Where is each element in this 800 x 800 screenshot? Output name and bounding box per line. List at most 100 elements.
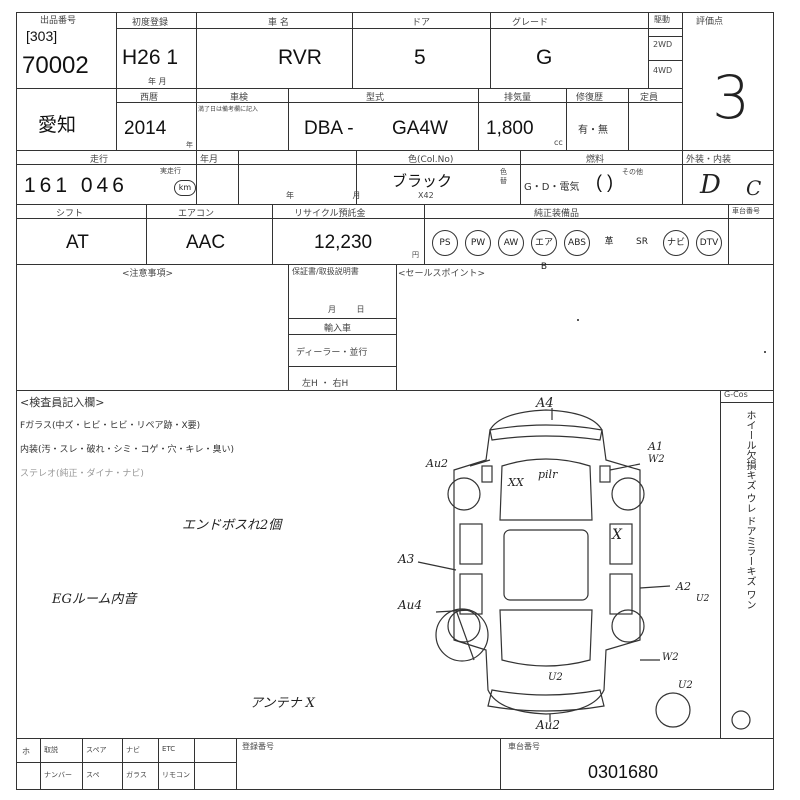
ac-label: エアコン [178,209,215,219]
footer-vin-label: 車台番号 [508,742,540,751]
score-label: 評価点 [696,17,724,27]
vehicle-label: 車台番号 [732,207,760,215]
mileage-label: 走行 [90,155,109,165]
shift-label: シフト [56,209,84,219]
vin: 0301680 [588,762,659,782]
exterior-grade: D [700,170,721,200]
equip-2: AW [498,230,524,256]
color-change: 色替 [500,168,507,185]
shift: AT [66,232,89,253]
cc-label: 排気量 [504,93,532,103]
equip-5: 革 [604,237,614,247]
lot-number: 70002 [22,52,89,79]
cc: 1,800 [486,118,534,139]
model: GA4W [392,118,448,139]
selling-label: <セールスポイント> [398,269,486,279]
diag-w2-bottom: W2 [662,652,679,663]
diag-au2-bottom: Au2 [536,718,561,732]
footer-notes-label: 登録番号 [242,742,274,751]
import-label: 輸入車 [324,324,352,334]
history-label: 修復歴 [576,93,604,103]
side-text: ホイール欠損キズ ウレ ドアミラーキズ ワン [744,410,755,610]
inspector-note1: エンドボスれ2個 [182,518,282,533]
footer-col-bottom-0: ナンバー [44,771,72,779]
diag-a1: A1 [648,440,663,453]
footer-col-bottom-2: ガラス [126,771,147,779]
handle-value: 左H ・ 右H [302,379,349,389]
footer-col-bottom-1: スペ [86,771,100,779]
diag-u2-right: U2 [696,594,710,604]
footer-col1: ホ [22,747,30,756]
inspector-note2: EGルーム内音 [52,592,137,607]
inspector-line3: ステレオ(純正・ダイナ・ナビ) [20,469,144,479]
inspector-title: <検査員記入欄> [20,396,105,409]
dates-sub: 年 月 [286,191,361,200]
recycle: 12,230 [314,232,373,253]
inspector-line1: Fガラス(中ズ・ヒビ・ヒビ・リペア跡・X要) [20,421,201,431]
doors: 5 [414,46,426,69]
recycle-unit: 円 [412,251,419,259]
drive-2wd: 2WD [653,40,673,49]
grade-label: グレード [512,18,549,28]
fuel-paren: ( ) [596,172,613,192]
auction-code: [303] [26,28,58,44]
drive-4wd: 4WD [653,66,673,75]
warranty-date: 月 日 [328,305,365,314]
model-prefix: DBA - [304,118,354,139]
drive-label: 駆動 [654,15,670,24]
footer-col-top-0: 取説 [44,746,58,754]
equip-4: ABS [564,230,590,256]
diag-au4: Au4 [398,598,423,612]
reg-label: 初度登録 [132,18,169,28]
door-label: ドア [412,18,431,28]
mileage-unit: km [174,180,196,196]
diag-w2-top: W2 [648,454,665,465]
diag-u2-bottom: U2 [548,672,563,683]
diag-xx: XX [508,476,524,489]
equip-1: PW [465,230,491,256]
diag-a4: A4 [536,396,554,411]
mileage: 161 046 [24,174,128,197]
model-label: 型式 [366,93,385,103]
diag-pillar: pilr [538,468,558,481]
carname: RVR [278,46,322,69]
side-label: G-Cos [724,390,748,399]
footer-col-bottom-3: リモコン [162,771,190,779]
lot-label: 出品番号 [40,16,77,26]
diag-u2-side: U2 [678,680,693,691]
warranty-label: 保証書/取扱説明書 [292,267,359,276]
year-label: 西暦 [140,93,159,103]
mileage-note: 実走行 [160,167,181,175]
footer-col-top-3: ETC [162,745,176,753]
grade: G [536,46,553,69]
seats-label: 定員 [640,93,659,103]
exterior-label: 外装・内装 [686,155,732,165]
color: ブラック [392,173,453,190]
dates-label: 年月 [200,155,219,165]
color-label: 色(Col.No) [408,155,454,165]
color-code: X42 [418,191,434,200]
history: 有・無 [578,125,608,136]
diag-a2: A2 [676,580,691,593]
diag-x-mark: X [612,527,622,543]
ac: AAC [186,232,226,253]
recycle-label: リサイクル預託金 [294,209,366,219]
diag-a3: A3 [398,552,415,566]
inspector-line2: 内装(汚・スレ・破れ・シミ・コゲ・穴・キレ・臭い) [20,445,235,455]
import-value: ディーラー・並行 [296,348,368,358]
cc-unit: cc [554,138,563,147]
sheet-border [16,12,774,790]
score: 3 [712,63,751,133]
carname-label: 車 名 [268,18,289,28]
region: 愛知 [38,115,77,136]
interior-grade: C [746,176,762,200]
year: 2014 [124,118,167,139]
equip-7: ナビ [663,230,689,256]
inspector-note3: アンテナ X [250,696,315,711]
shaken-sub: 満了日は備考欄に記入 [198,106,259,113]
fuel: G・D・電気 [524,182,580,193]
equip-0: PS [432,230,458,256]
caution-label: <注意事項> [122,269,174,279]
